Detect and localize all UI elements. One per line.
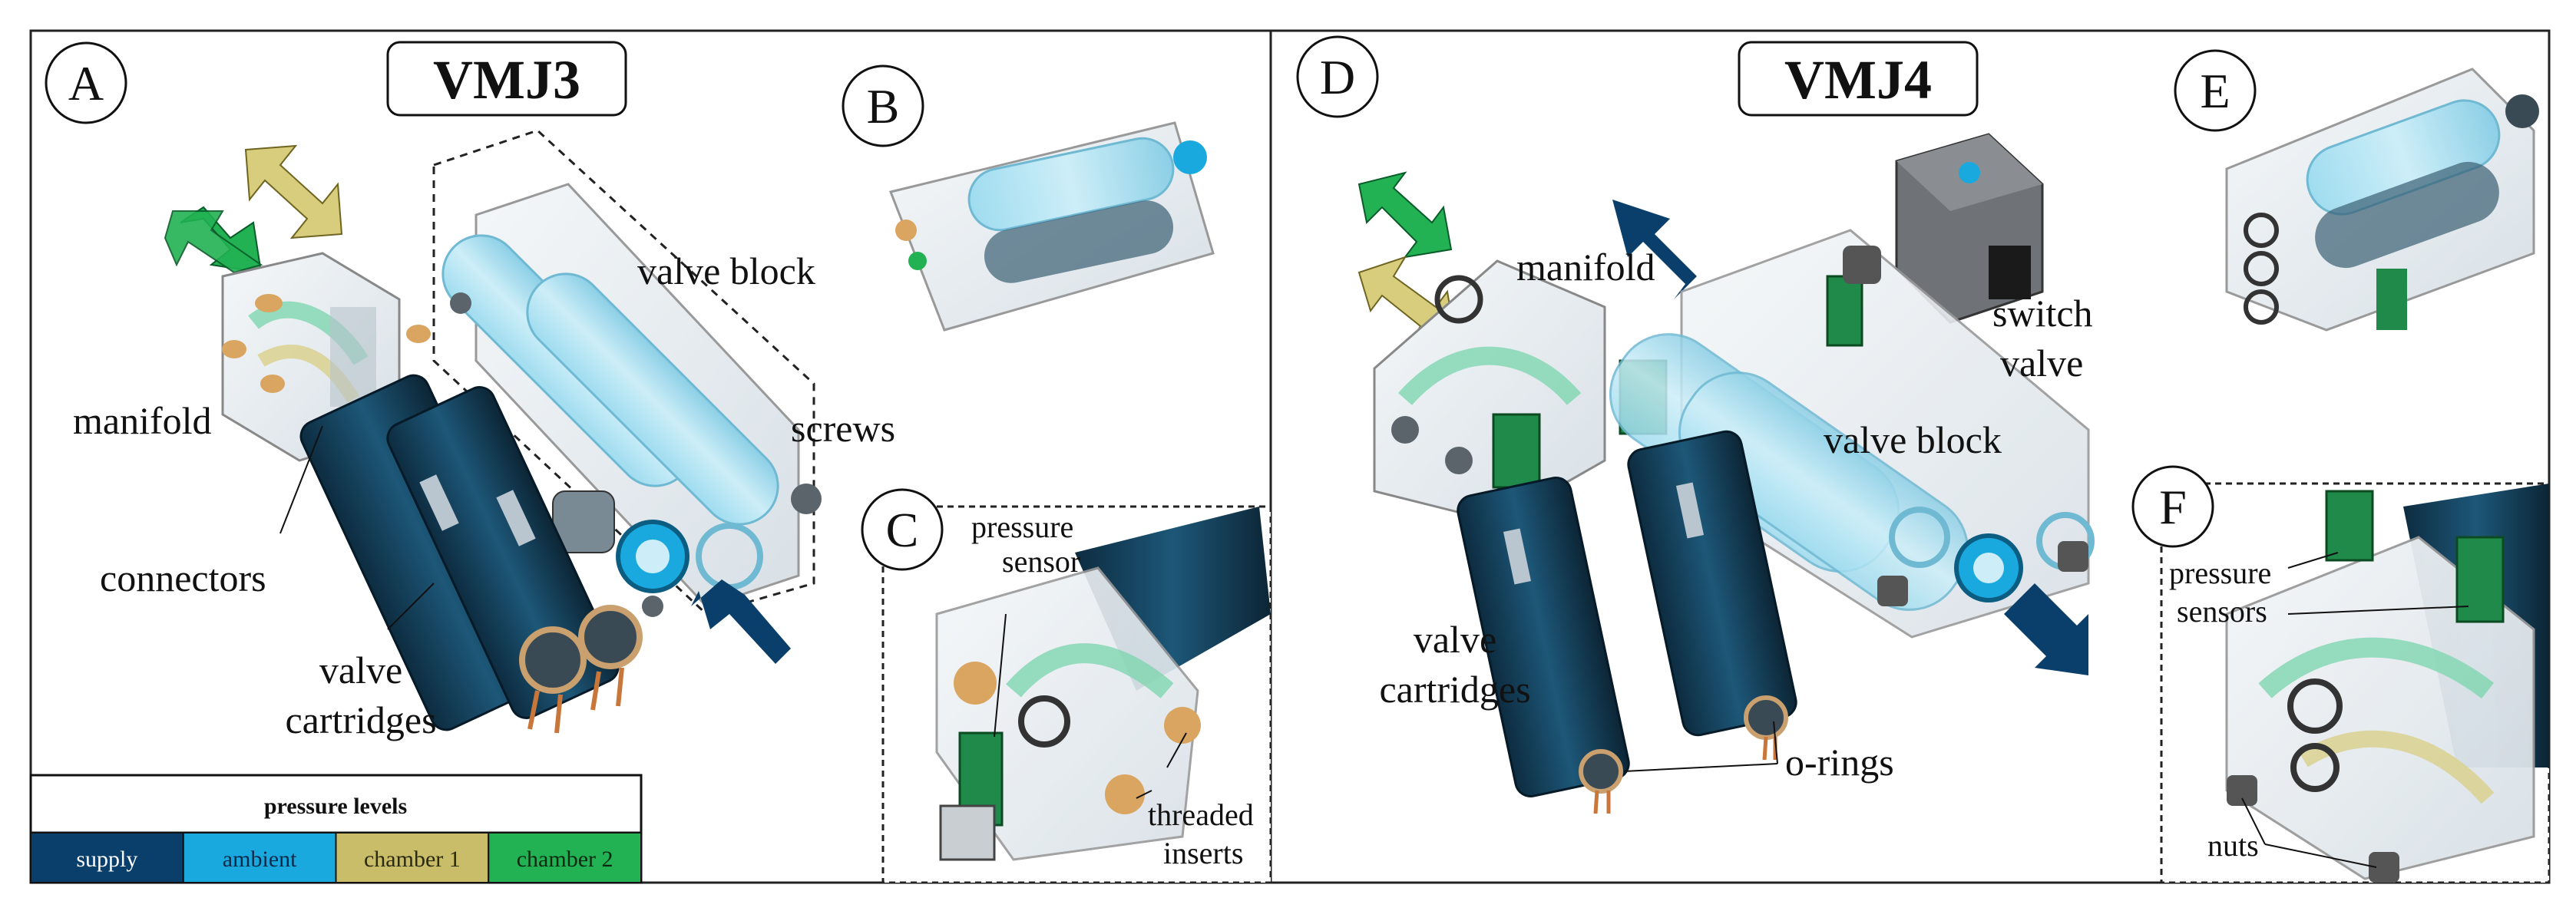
- valve-block-d-graphic: [1609, 229, 2095, 639]
- panel-c: C pressure sensor threaded inserts: [861, 488, 1272, 884]
- panel-letter-circle: [2174, 49, 2257, 132]
- legend-label: chamber 2: [517, 847, 613, 872]
- label-valve-block-a: valve block: [637, 249, 815, 292]
- panel-letter-f: F: [2159, 480, 2187, 534]
- leader-nuts-1: [2241, 797, 2266, 845]
- title-vmj3: VMJ3: [433, 49, 580, 111]
- label-cartridges-d-1: valve: [1414, 618, 1496, 661]
- panel-b: B: [842, 64, 1215, 332]
- legend-swatch: [30, 832, 184, 883]
- label-manifold-a: manifold: [73, 399, 212, 442]
- supply-arrow-d2: [2004, 583, 2088, 675]
- title-box-vmj4: [1738, 41, 1979, 117]
- legend-item-chamber-1: chamber 1: [335, 832, 490, 883]
- panel-letter-c: C: [886, 503, 919, 557]
- legend-title: pressure levels: [264, 794, 407, 819]
- panel-letter-d: D: [1320, 50, 1355, 104]
- legend-swatch: [335, 832, 490, 883]
- valve-block-a-graphic: [432, 129, 822, 617]
- panel-e: E: [2174, 49, 2539, 332]
- label-manifold-d: manifold: [1516, 246, 1655, 289]
- label-inserts: inserts: [1163, 836, 1243, 870]
- label-valve-block-d: valve block: [1824, 418, 2002, 461]
- legend-swatch: [182, 832, 337, 883]
- label-connectors: connectors: [100, 556, 266, 599]
- label-sensors-f: sensors: [2177, 594, 2267, 629]
- panel-d: D VMJ4: [1296, 35, 2095, 814]
- right-figure-frame: [1269, 29, 2551, 884]
- label-threaded: threaded: [1148, 797, 1254, 832]
- label-switch: switch: [1992, 292, 2093, 335]
- chamber2-double-arrow: [164, 206, 263, 274]
- title-box-vmj3: [386, 41, 627, 117]
- panel-f: F pressure sensors nuts: [2131, 465, 2551, 884]
- panel-letter-circle: [1296, 35, 1379, 118]
- label-pressure-f: pressure: [2169, 556, 2271, 590]
- legend-item-ambient: ambient: [182, 832, 337, 883]
- legend-item-chamber-2: chamber 2: [488, 832, 642, 883]
- legend-label: ambient: [223, 847, 297, 872]
- label-nuts: nuts: [2207, 828, 2259, 863]
- label-switch-valve: valve: [2000, 342, 2083, 385]
- panel-letter-a: A: [68, 56, 104, 111]
- label-screws: screws: [791, 407, 895, 450]
- leader-orings-1: [1623, 763, 1778, 772]
- label-cartridges-a-1: valve: [319, 649, 402, 692]
- leader-cartridges: [387, 583, 435, 630]
- leader-pressure-sensors-1: [2287, 552, 2339, 569]
- legend-swatch: [488, 832, 642, 883]
- pressure-legend: pressure levels supply ambient chamber 1 ch…: [29, 774, 643, 884]
- label-orings: o-rings: [1785, 741, 1894, 784]
- label-cartridges-d-2: cartridges: [1379, 668, 1530, 711]
- valve-cartridges-a-graphic: [299, 374, 643, 734]
- assembly-e-graphic: [2225, 68, 2539, 332]
- panel-letter-e: E: [2200, 64, 2230, 118]
- legend-label: supply: [76, 847, 137, 872]
- leader-orings-2: [1773, 721, 1778, 764]
- label-cartridges-a-2: cartridges: [285, 698, 436, 741]
- title-vmj4: VMJ4: [1784, 49, 1932, 111]
- panel-letter-circle: [2131, 465, 2214, 548]
- panel-a: A VMJ3: [29, 41, 895, 884]
- leader-pressure-sensor: [994, 613, 1007, 738]
- legend-label: chamber 1: [364, 847, 461, 872]
- supply-arrow-a: [691, 579, 791, 664]
- assembly-b-graphic: [888, 121, 1215, 332]
- legend-item-supply: supply: [30, 832, 184, 883]
- leader-connectors: [279, 425, 323, 534]
- leader-threaded-inserts: [1136, 790, 1152, 799]
- panel-letter-b: B: [867, 79, 900, 134]
- panel-letter-circle: [842, 64, 924, 147]
- label-pressure-c: pressure: [971, 510, 1073, 544]
- switch-valve-graphic: [1895, 133, 2044, 324]
- supply-arrow-d: [1612, 200, 1697, 299]
- leader-nuts-2: [2264, 843, 2377, 868]
- chamber2-double-arrow: [1357, 171, 1453, 259]
- assembly-c-graphic: [935, 507, 1271, 861]
- panel-letter-circle: [45, 41, 127, 124]
- chamber1-double-arrow: [244, 144, 343, 239]
- leader-pressure-sensors-2: [2287, 606, 2469, 615]
- panel-letter-circle: [861, 488, 944, 571]
- leader-threaded-inserts-2: [1166, 732, 1187, 768]
- assembly-f-graphic: [2225, 484, 2549, 883]
- valve-cartridges-d-graphic: [1457, 430, 1797, 814]
- label-sensor-c: sensor: [1002, 544, 1080, 579]
